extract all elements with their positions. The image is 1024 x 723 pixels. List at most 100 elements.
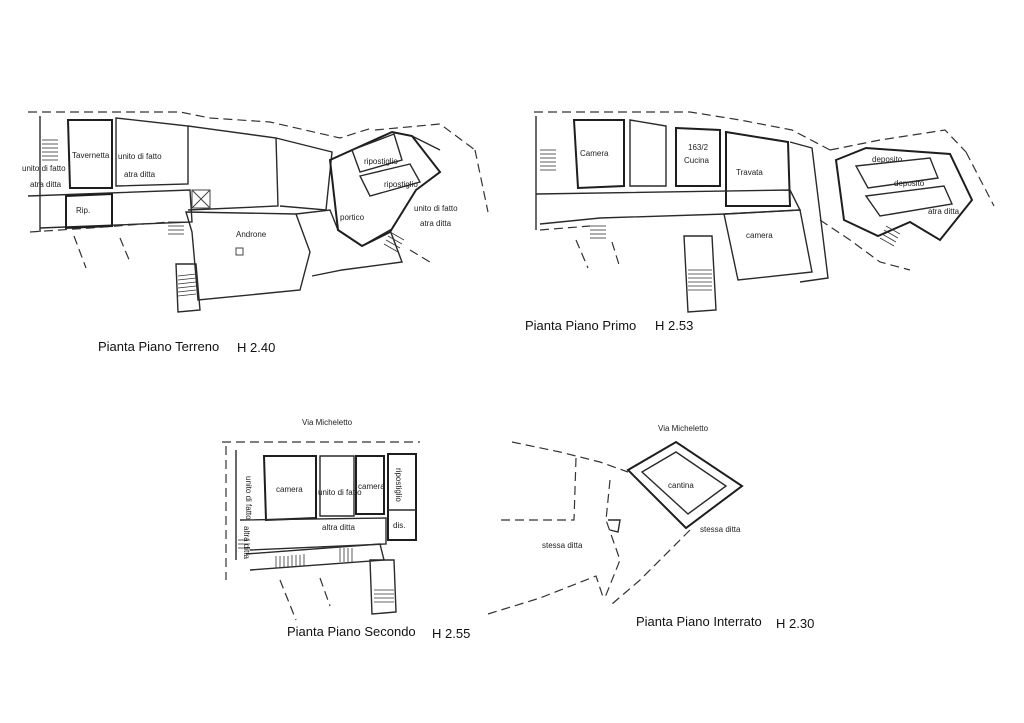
label-camera: camera — [358, 482, 385, 491]
room-camera-walls — [262, 455, 317, 522]
label-cantina: cantina — [668, 481, 694, 490]
light-well — [191, 189, 211, 209]
room-camera-b-walls — [355, 455, 385, 515]
room-camera-walls — [572, 119, 625, 190]
label-unito-di-fatto: unito di fatto — [118, 152, 162, 161]
caption-piano-interrato: Pianta Piano Interrato — [636, 614, 762, 629]
caption-piano-secondo: Pianta Piano Secondo — [287, 624, 416, 639]
room-cantina-walls — [640, 451, 728, 515]
boundary-dashed — [611, 241, 621, 269]
boundary-dashed — [319, 577, 331, 607]
label-particella: 163/2 — [688, 143, 709, 152]
label-street: Via Micheletto — [302, 418, 353, 427]
height-piano-interrato: H 2.30 — [776, 616, 814, 631]
boundary-dashed — [965, 151, 995, 207]
label-altra-ditta: altra ditta — [322, 523, 355, 532]
wall — [328, 130, 442, 248]
plan-piano-primo: Camera 163/2 Cucina Travata camera depos… — [525, 111, 995, 333]
label-altra-ditta: atra ditta — [928, 207, 960, 216]
label-camera: Camera — [580, 149, 609, 158]
boundary-dashed — [539, 225, 591, 231]
label-ripostiglio: ripostiglio — [384, 180, 418, 189]
boundary-dashed — [409, 249, 431, 263]
label-travata: Travata — [736, 168, 763, 177]
wall-fragment — [608, 519, 621, 533]
room-walls — [275, 137, 333, 211]
label-stessa-ditta: stessa ditta — [542, 541, 583, 550]
label-unito-di-fatto: unito di fatto — [414, 204, 458, 213]
stairs — [540, 149, 901, 291]
label-altra-ditta: atra ditta — [420, 219, 452, 228]
light-well-cross — [191, 189, 211, 209]
boundary-dashed — [28, 111, 373, 139]
boundary-dashed — [511, 441, 629, 473]
label-androne: Androne — [236, 230, 267, 239]
boundary-dashed — [829, 129, 967, 153]
boundary-dashed — [119, 237, 131, 263]
wall — [789, 141, 829, 283]
boundary-dashed — [474, 149, 489, 213]
room-walls — [629, 119, 667, 187]
plan-piano-terreno: Tavernetta unito di fatto atra ditta uni… — [22, 111, 489, 355]
plan-piano-secondo: Via Micheletto unito di fatto altra ditt… — [222, 418, 470, 641]
caption-piano-terreno: Pianta Piano Terreno — [98, 339, 219, 354]
label-ripostiglio: ripostiglio — [364, 157, 398, 166]
label-portico: portico — [340, 213, 365, 222]
label-tavernetta: Tavernetta — [72, 151, 110, 160]
label-unito-di-fatto: unito di fatto — [318, 488, 362, 497]
room-walls — [319, 455, 355, 517]
wall — [411, 135, 441, 151]
label-cucina: Cucina — [684, 156, 709, 165]
stairs — [238, 539, 394, 603]
room-camera-b-walls — [723, 209, 813, 281]
wall — [27, 189, 193, 229]
room-deposito-walls — [854, 157, 939, 189]
boundary-dashed — [487, 575, 605, 615]
boundary-dashed — [374, 123, 476, 151]
plan-piano-interrato: Via Micheletto cantina stessa ditta stes… — [487, 424, 814, 631]
label-deposito: deposito — [872, 155, 903, 164]
height-piano-terreno: H 2.40 — [237, 340, 275, 355]
boundary-dashed — [611, 529, 691, 605]
label-altra-ditta: altra ditta — [242, 526, 251, 559]
room-ripostiglio-walls — [351, 133, 403, 173]
boundary-dashed — [279, 579, 297, 621]
room-travata-walls — [725, 130, 792, 207]
label-unito-di-fatto: unito di fatto — [244, 476, 253, 520]
corridor-walls — [245, 543, 385, 571]
room-androne-walls — [185, 211, 311, 301]
label-dis: dis. — [393, 521, 405, 530]
room-walls — [187, 125, 279, 211]
label-unito-di-fatto: unito di fatto — [22, 164, 66, 173]
room-walls — [115, 117, 189, 187]
label-camera: camera — [746, 231, 773, 240]
stairs — [42, 139, 405, 297]
room-tavernetta-walls — [66, 119, 113, 189]
wall — [239, 517, 387, 551]
label-street: Via Micheletto — [658, 424, 709, 433]
boundary-dashed — [603, 479, 621, 601]
label-altra-ditta: atra ditta — [30, 180, 62, 189]
boundary-dashed — [575, 239, 589, 269]
stair-block — [683, 235, 717, 313]
label-ripostiglio: ripostiglio — [394, 468, 403, 502]
label-camera: camera — [276, 485, 303, 494]
room-ripostiglio-walls — [358, 163, 422, 197]
room-rip-walls — [65, 192, 113, 230]
label-deposito: deposito — [894, 179, 925, 188]
boundary-dashed — [534, 111, 831, 151]
caption-piano-primo: Pianta Piano Primo — [525, 318, 636, 333]
height-piano-secondo: H 2.55 — [432, 626, 470, 641]
boundary-dashed — [73, 235, 87, 269]
label-rip: Rip. — [76, 206, 90, 215]
stair-block — [369, 559, 397, 615]
room-cantina-outer — [626, 440, 744, 530]
label-altra-ditta: atra ditta — [124, 170, 156, 179]
room-cucina-walls — [675, 126, 721, 187]
room-deposito-walls — [864, 185, 954, 217]
stair-block — [175, 263, 201, 313]
wall — [834, 146, 974, 242]
height-piano-primo: H 2.53 — [655, 318, 693, 333]
boundary-dashed — [496, 457, 577, 521]
